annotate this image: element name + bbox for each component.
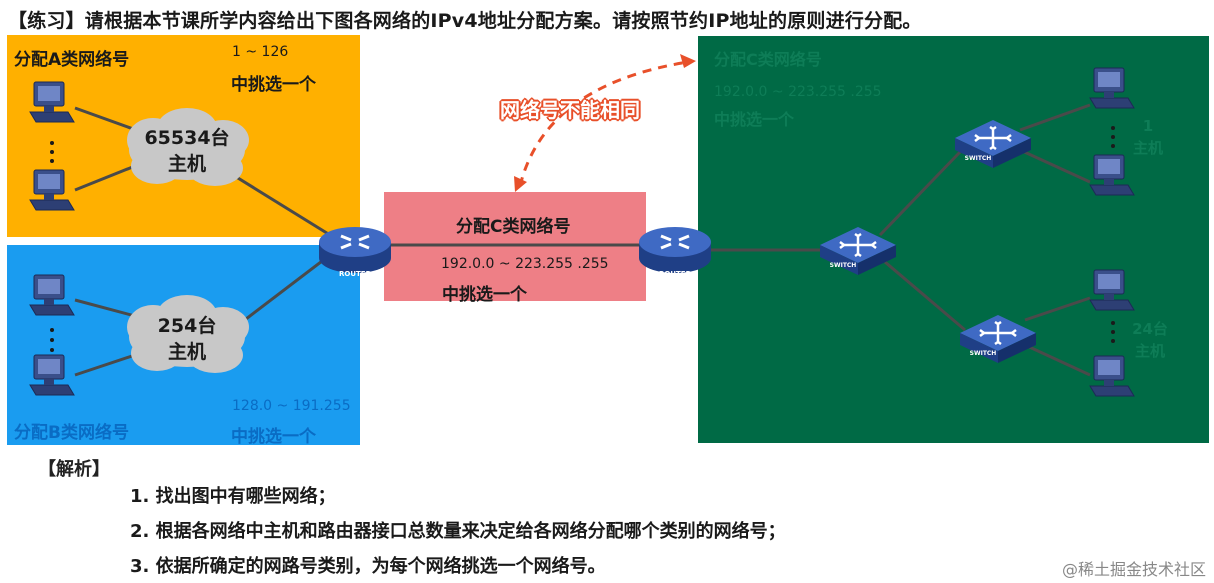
network-d-group2-hosts: 24台 主机 [1132,320,1168,360]
arrow-head-icon [514,176,527,192]
network-c-choose: 中挑选一个 [442,285,527,305]
switch-label: SWITCH [965,155,992,162]
page-title: 【练习】请根据本节课所学内容给出下图各网络的IPv4地址分配方案。请按照节约IP… [8,10,922,32]
router-label: ROUTER [339,270,372,278]
pc-icon [29,81,75,123]
pc-icon [1089,269,1135,311]
network-a-choose: 中挑选一个 [231,75,316,95]
pc-icon [29,274,75,316]
analysis-step: 3. 依据所确定的网路号类别，为每个网络挑选一个网络号。 [130,556,606,577]
network-b-label: 分配B类网络号 [14,423,129,443]
network-a-range: 1 ~ 126 [232,44,289,60]
pc-icon [1089,67,1135,109]
network-c-label: 分配C类网络号 [456,217,571,237]
router-icon [637,225,713,275]
warning-label: 网络号不能相同 [500,98,640,122]
router-label: ROUTER [659,270,692,278]
network-d-group1-hosts: 1 主机 [1132,117,1163,157]
network-c-range: 192.0.0 ~ 223.255 .255 [441,256,609,272]
analysis-step: 1. 找出图中有哪些网络； [130,486,336,507]
watermark: @稀土掘金技术社区 [1061,560,1206,579]
network-b-range: 128.0 ~ 191.255 [232,398,351,414]
analysis-title: 【解析】 [38,459,110,480]
pc-icon [1089,154,1135,196]
network-d-label: 分配C类网络号 [714,50,822,69]
network-b-hosts: 254台 主机 [157,315,217,363]
network-a-hosts: 65534台 主机 [144,127,230,175]
network-b-choose: 中挑选一个 [231,427,316,447]
arrow-head-icon [680,54,696,68]
pc-icon [29,354,75,396]
network-d-choose: 中挑选一个 [714,110,795,129]
switch-label: SWITCH [970,350,997,357]
pc-icon [29,169,75,211]
router-icon [317,225,393,275]
analysis-step: 2. 根据各网络中主机和路由器接口总数量来决定给各网络分配哪个类别的网络号； [130,521,786,542]
dashed-arrow [518,60,689,187]
host-ellipsis [50,126,1115,352]
switch-label: SWITCH [830,262,857,269]
network-d-range: 192.0.0 ~ 223.255 .255 [714,84,882,100]
network-a-label: 分配A类网络号 [14,50,130,70]
pc-icon [1089,355,1135,397]
